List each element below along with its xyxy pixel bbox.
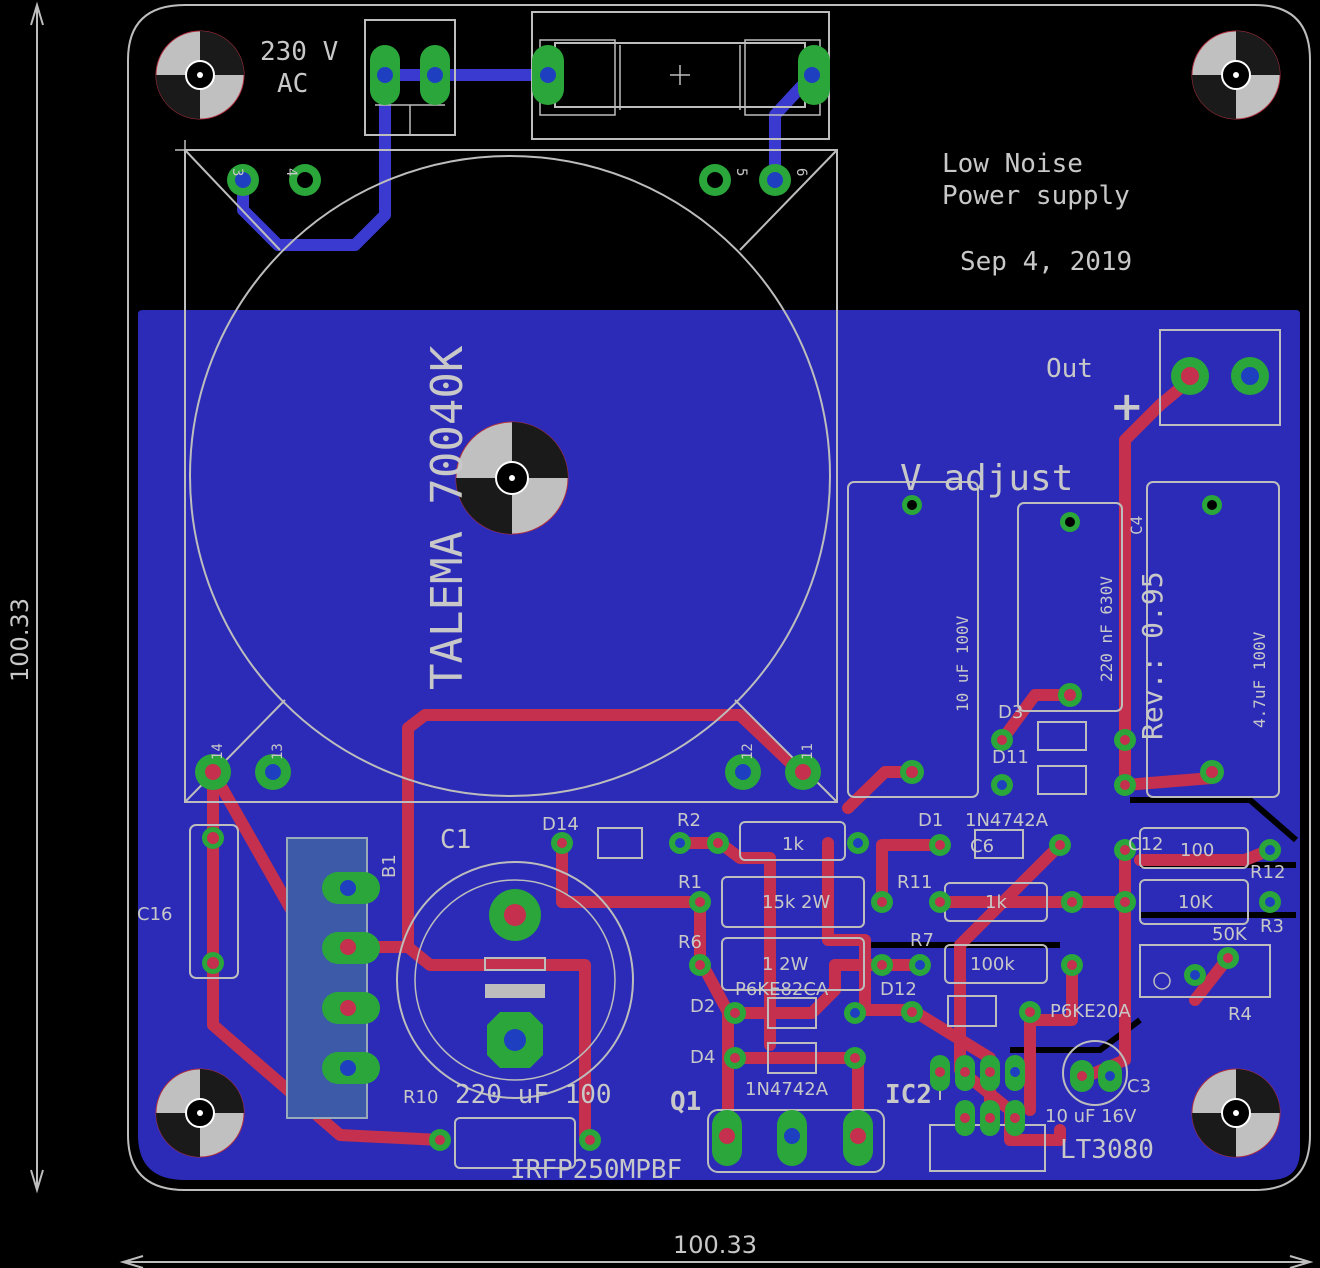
silkscreen-text: 230 V AC Low Noise Power supply Sep 4, 2… bbox=[6, 37, 1285, 1259]
cap-c-value: 4.7uF 100V bbox=[1250, 631, 1269, 728]
c12-label: C12 bbox=[1128, 834, 1163, 855]
r2-value: 1k bbox=[782, 834, 804, 855]
board-outline bbox=[127, 4, 1311, 1191]
d11-label: D11 bbox=[992, 747, 1029, 768]
mains-ac-label: AC bbox=[277, 69, 308, 99]
pin-11-label: 11 bbox=[800, 743, 816, 760]
r11-value: 1k bbox=[985, 892, 1007, 913]
c3-value: 10 uF 16V bbox=[1045, 1106, 1137, 1127]
r12-label: R12 bbox=[1250, 862, 1285, 883]
pin-12-label: 12 bbox=[740, 743, 756, 760]
pin-5-label: 5 bbox=[733, 168, 749, 176]
r11-label: R11 bbox=[897, 872, 932, 893]
r3-value: 10K bbox=[1178, 892, 1214, 913]
q1-part: IRFP250MPBF bbox=[510, 1155, 682, 1185]
r7-value: 100k bbox=[970, 954, 1015, 975]
b1-label: B1 bbox=[379, 854, 400, 878]
mount-hole-top-right bbox=[1191, 30, 1281, 120]
mains-label: 230 V bbox=[260, 37, 338, 67]
r7-label: R7 bbox=[910, 930, 934, 951]
board-title-line1: Low Noise bbox=[942, 149, 1083, 179]
pin-14-label: 14 bbox=[210, 743, 226, 760]
cap-a-value: 10 uF 100V bbox=[953, 615, 972, 712]
dimension-lines bbox=[30, 1, 1314, 1268]
transformer-label: TALEMA 70040K bbox=[422, 345, 473, 690]
pads bbox=[195, 45, 1281, 1166]
r4-label: R4 bbox=[1228, 1004, 1252, 1025]
dimension-height: 100.33 bbox=[6, 598, 34, 682]
out-label: Out bbox=[1046, 354, 1093, 384]
d1-part: 1N4742A bbox=[965, 810, 1049, 831]
board-title-line2: Power supply bbox=[942, 181, 1130, 211]
d12-label: D12 bbox=[880, 979, 917, 1000]
d2-label: D2 bbox=[690, 996, 715, 1017]
c4-label: C4 bbox=[1127, 516, 1146, 535]
d4-label: D4 bbox=[690, 1047, 715, 1068]
bottom-traces bbox=[237, 69, 818, 251]
q1-label: Q1 bbox=[670, 1087, 701, 1117]
d14-label: D14 bbox=[542, 814, 579, 835]
pin-4-label: 4 bbox=[283, 168, 299, 176]
c3-label: C3 bbox=[1127, 1076, 1151, 1097]
d3-label: D3 bbox=[998, 702, 1023, 723]
d1-label: D1 bbox=[918, 810, 943, 831]
r10-label: R10 bbox=[403, 1087, 438, 1108]
ic2-label: IC2 bbox=[885, 1080, 932, 1110]
plus-label: + bbox=[1110, 384, 1144, 430]
pin-13-label: 13 bbox=[270, 743, 286, 760]
r6-value: 1 2W bbox=[762, 954, 809, 975]
c16-label: C16 bbox=[137, 904, 172, 925]
r1-value: 15k 2W bbox=[762, 892, 831, 913]
d2-part: P6KE82CA bbox=[735, 979, 829, 1000]
r6-label: R6 bbox=[678, 932, 702, 953]
c12-value: 100 bbox=[1180, 840, 1214, 861]
c6-label: C6 bbox=[970, 836, 994, 857]
pin-6-label: 6 bbox=[793, 168, 809, 176]
transformer-mount-hole bbox=[455, 421, 569, 535]
r4-value: 50K bbox=[1212, 924, 1248, 945]
r2-label: R2 bbox=[677, 810, 701, 831]
d4-part: 1N4742A bbox=[745, 1079, 829, 1100]
revision-label: Rev.: 0.95 bbox=[1136, 571, 1169, 740]
mount-hole-bottom-left bbox=[155, 1068, 245, 1158]
r3-label: R3 bbox=[1260, 916, 1284, 937]
mount-hole-bottom-right bbox=[1191, 1068, 1281, 1158]
c1-value: 220 uF 100 bbox=[455, 1080, 612, 1110]
ic2-part: LT3080 bbox=[1060, 1135, 1154, 1165]
v-adjust-label: V adjust bbox=[900, 458, 1073, 499]
c1-label: C1 bbox=[440, 825, 471, 855]
r1-label: R1 bbox=[678, 872, 702, 893]
board-date: Sep 4, 2019 bbox=[960, 247, 1132, 277]
dimension-width: 100.33 bbox=[673, 1231, 757, 1259]
pin-3-label: 3 bbox=[229, 168, 245, 176]
mount-hole-top-left bbox=[155, 30, 245, 120]
cap-b-value: 220 nF 630V bbox=[1097, 576, 1116, 682]
d12-part: P6KE20A bbox=[1050, 1001, 1131, 1022]
